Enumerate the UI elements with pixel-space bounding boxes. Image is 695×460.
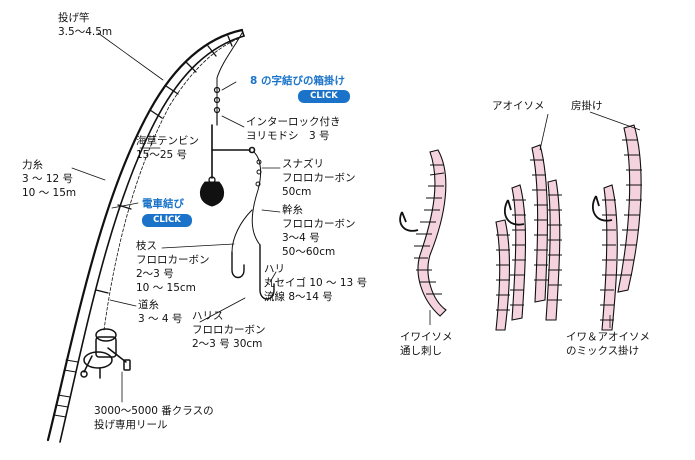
label-harisu: ハリス フロロカーボン 2～3 号 30cm	[192, 309, 266, 351]
label-mikiito: 幹糸 フロロカーボン 3～4 号 50～60cm	[282, 203, 356, 259]
label-bait-fusa: 房掛け	[571, 100, 603, 112]
label-michiito: 道糸 3 ～ 4 号	[138, 298, 182, 326]
rod-grip	[53, 359, 79, 418]
bait-iwa-worm	[399, 149, 447, 317]
sinker-icon	[199, 181, 225, 207]
leader-knots	[255, 159, 262, 187]
label-reel: 3000～5000 番クラスの 投げ専用リール	[94, 404, 214, 432]
label-edasu-line1: 枝ス	[136, 240, 157, 252]
label-bait-iwa-line2: 通し刺し	[400, 345, 442, 357]
tenbin-arm	[211, 124, 256, 179]
label-kaiso-line2: 15～25 号	[136, 149, 188, 161]
label-michiito-line2: 3 ～ 4 号	[138, 313, 183, 325]
hook-2-icon	[259, 244, 275, 300]
label-densha-link[interactable]: 電車結び	[142, 198, 184, 210]
pointer-lines	[71, 32, 281, 403]
rod-outline-inner	[59, 35, 245, 443]
label-bait-mix: イワ＆アオイソメ のミックス掛け	[566, 330, 650, 358]
label-rod-line2: 3.5～4.5m	[58, 26, 113, 38]
label-chikara-line2: 3 ～ 12 号	[22, 173, 74, 185]
label-interlock-line1: インターロック付き	[246, 116, 341, 128]
label-harisu-line2: フロロカーボン	[192, 324, 266, 336]
label-hari-line2: 丸セイゴ 10 ～ 13 号	[264, 277, 368, 289]
label-bait-iwa: イワイソメ 通し刺し	[400, 330, 453, 358]
label-bait-aoi: アオイソメ	[492, 100, 545, 112]
label-rod: 投げ竿 3.5～4.5m	[58, 11, 112, 39]
label-harisu-line1: ハリス	[192, 310, 224, 322]
label-michiito-line1: 道糸	[138, 299, 159, 311]
label-harisu-line3: 2～3 号 30cm	[192, 338, 263, 350]
label-chikara-line1: 力糸	[22, 159, 43, 171]
label-interlock-line2: ヨリモドシ 3 号	[246, 130, 330, 142]
figure8-click-button[interactable]: CLICK	[298, 90, 350, 103]
label-interlock: インターロック付き ヨリモドシ 3 号	[246, 115, 341, 143]
label-chikara-line3: 10 ～ 15m	[22, 187, 77, 199]
label-sunazuri: スナズリ フロロカーボン 50cm	[282, 157, 356, 199]
hook-1-icon	[231, 251, 245, 279]
label-edasu: 枝ス フロロカーボン 2～3 号 10 ～ 15cm	[136, 239, 210, 295]
rod-guides	[95, 35, 233, 294]
main-leader	[251, 151, 262, 246]
label-kaiso-line1: 海草テンビン	[136, 135, 199, 147]
label-kaiso: 海草テンビン 15～25 号	[136, 134, 199, 162]
label-mikiito-line1: 幹糸	[282, 204, 303, 216]
label-edasu-line4: 10 ～ 15cm	[136, 282, 196, 294]
swivel-icon	[213, 86, 221, 126]
label-bait-mix-line2: のミックス掛け	[566, 345, 640, 357]
label-sunazuri-line1: スナズリ	[282, 158, 324, 170]
bait-pointer-lines	[429, 111, 641, 328]
label-hari: ハリ 丸セイゴ 10 ～ 13 号 流線 8～14 号	[264, 262, 367, 304]
densha-click-button[interactable]: CLICK	[142, 214, 192, 227]
label-sunazuri-line2: フロロカーボン	[282, 172, 356, 184]
label-edasu-line2: フロロカーボン	[136, 254, 210, 266]
line-from-tip	[216, 32, 243, 121]
label-sunazuri-line3: 50cm	[282, 186, 312, 198]
rod-outline-outer	[46, 28, 244, 442]
reel-icon	[80, 328, 131, 379]
label-chikara: 力糸 3 ～ 12 号 10 ～ 15m	[22, 158, 76, 200]
label-bait-mix-line1: イワ＆アオイソメ	[566, 331, 650, 343]
label-reel-line2: 投げ専用リール	[94, 419, 168, 431]
label-figure8-link[interactable]: 8 の字結びの箱掛け	[250, 75, 345, 87]
line-in-rod	[103, 37, 241, 331]
label-reel-line1: 3000～5000 番クラスの	[94, 405, 214, 417]
label-hari-line3: 流線 8～14 号	[264, 291, 333, 303]
label-mikiito-line3: 3～4 号	[282, 232, 320, 244]
label-mikiito-line2: フロロカーボン	[282, 218, 356, 230]
label-hari-line1: ハリ	[264, 263, 285, 275]
bait-aoi-worm-bunch	[495, 144, 562, 331]
branch-line	[231, 209, 253, 253]
bait-mix-worms	[591, 124, 642, 331]
label-bait-iwa-line1: イワイソメ	[400, 331, 453, 343]
label-edasu-line3: 2～3 号	[136, 268, 174, 280]
label-mikiito-line4: 50～60cm	[282, 246, 336, 258]
label-rod-line1: 投げ竿	[58, 12, 90, 24]
